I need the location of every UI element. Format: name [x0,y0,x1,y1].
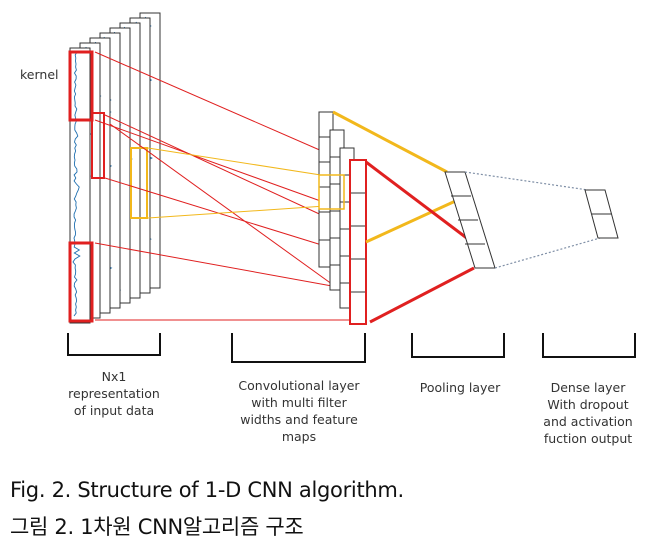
kernel-box [68,241,94,323]
stage-brackets [67,333,636,363]
figure-caption-english: Fig. 2. Structure of 1-D CNN algorithm. [10,478,404,502]
dense-label-line: With dropout [547,397,629,412]
conv-label-line: widths and feature [240,412,358,427]
cnn-structure-diagram [67,12,636,363]
conv-to-pool-connections [332,110,475,324]
conv-label-line: Convolutional layer [238,378,360,393]
conv-label-line: with multi filter [251,395,347,410]
pooling-layer-block [444,171,496,269]
kernel-box [68,50,94,122]
conv-label-line: maps [281,429,317,444]
figure-caption-korean: 그림 2. 1차원 CNN알고리즘 구조 [10,515,304,539]
kernel-label: kernel [20,67,59,82]
kernel-box [91,112,105,179]
dense-label-line: fuction output [543,431,633,446]
dense-label-line: Dense layer [550,380,626,395]
input-sheet [69,47,91,324]
pool-to-dense-connections [464,171,601,269]
dense-layer-block [584,189,619,239]
conv-yellow-highlight [318,174,345,210]
pooling-layer-label: Pooling layer [419,380,501,395]
input-data-label: Nx1 representation of input data [64,368,164,419]
input-label-line: representation [68,386,160,401]
input-label-line: Nx1 [101,369,127,384]
input-data-stack [68,12,161,324]
conv-layer-label: Convolutional layer with multi filter wi… [222,377,376,445]
dense-label-line: and activation [543,414,633,429]
input-to-conv-connections [94,51,355,321]
conv-feature-maps [318,111,367,325]
signal-trace [72,51,81,317]
kernel-box [130,147,148,219]
input-label-line: of input data [73,403,155,418]
dense-layer-label: Dense layer With dropout and activation … [530,379,646,447]
